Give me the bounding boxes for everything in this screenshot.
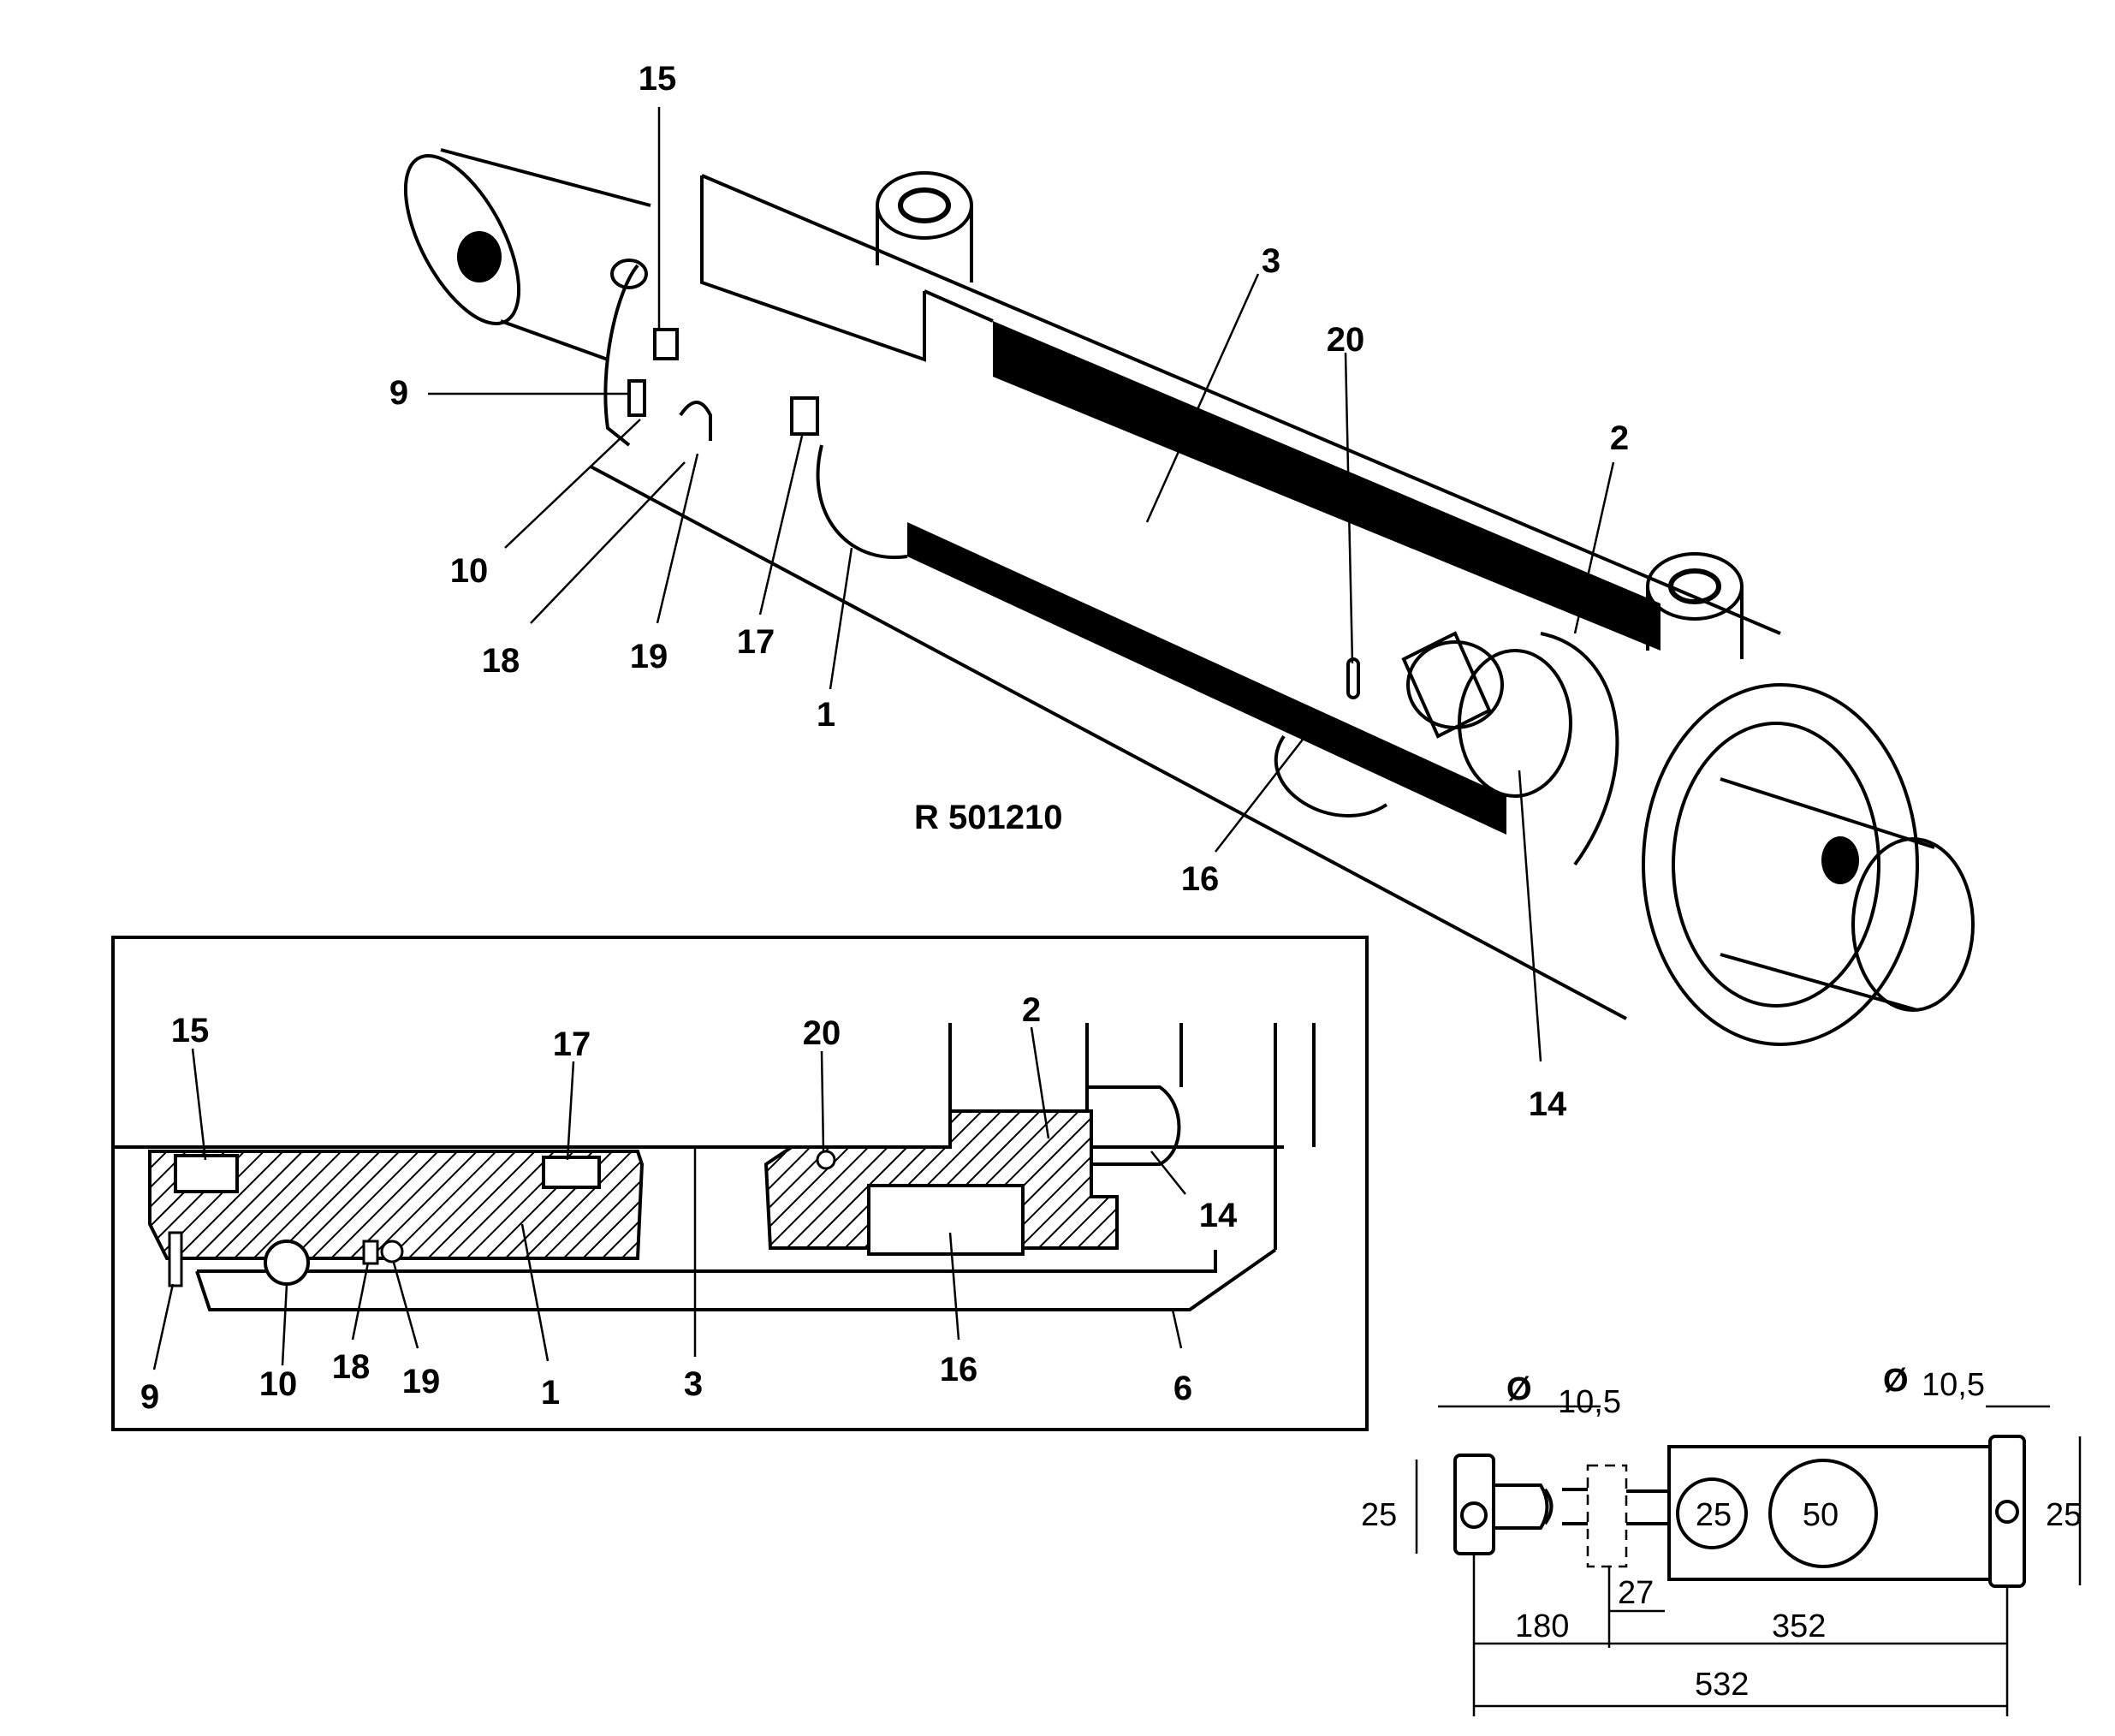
offset-dimension: 27 bbox=[1618, 1575, 1654, 1611]
cylinder-tube bbox=[590, 171, 1975, 1046]
callout-16: 16 bbox=[1181, 860, 1220, 898]
section-view: 15 17 20 2 14 9 10 18 19 1 3 16 6 bbox=[111, 936, 1369, 1431]
left-eye-width: 25 bbox=[1361, 1497, 1397, 1533]
section-callout-18: 18 bbox=[332, 1348, 371, 1386]
right-rod-end bbox=[1720, 777, 1975, 1012]
dimension-drawing: Ø 10,5 Ø 10,5 25 25 25 50 27 180 352 532 bbox=[1361, 1363, 2082, 1716]
bore-diameter: 50 bbox=[1803, 1497, 1839, 1533]
piston-section bbox=[148, 1150, 645, 1260]
callout-19: 19 bbox=[630, 638, 668, 675]
rod-diameter: 25 bbox=[1696, 1497, 1732, 1533]
section-view-frame bbox=[111, 936, 1369, 1431]
left-pin-diameter-value: 10,5 bbox=[1558, 1384, 1621, 1420]
right-eye-width: 25 bbox=[2046, 1497, 2082, 1533]
callout-15: 15 bbox=[639, 60, 677, 98]
section-callout-19: 19 bbox=[402, 1363, 441, 1400]
section-callout-9: 9 bbox=[140, 1378, 159, 1416]
section-callout-3: 3 bbox=[684, 1365, 703, 1403]
perspective-callouts: 15 3 20 2 9 10 18 19 17 1 16 14 R 501210 bbox=[389, 60, 1629, 1123]
section-callout-16: 16 bbox=[940, 1351, 978, 1388]
left-rod-end bbox=[403, 148, 651, 361]
perspective-leader-lines bbox=[428, 107, 1615, 1062]
overall-length-dimension: 532 bbox=[1695, 1667, 1749, 1703]
callout-18: 18 bbox=[482, 642, 520, 680]
section-callout-20: 20 bbox=[803, 1014, 841, 1052]
left-pin-diameter-symbol: Ø bbox=[1506, 1371, 1532, 1407]
perspective-cylinder-view: 15 3 20 2 9 10 18 19 17 1 16 14 R 501210 bbox=[389, 60, 1975, 1123]
callout-10: 10 bbox=[450, 552, 489, 590]
section-callout-14: 14 bbox=[1199, 1197, 1238, 1234]
callout-1: 1 bbox=[817, 696, 835, 734]
section-leader-lines bbox=[152, 1026, 1186, 1370]
section-callout-1: 1 bbox=[541, 1374, 560, 1412]
callout-3: 3 bbox=[1262, 242, 1280, 280]
section-callout-6: 6 bbox=[1173, 1370, 1192, 1407]
right-pin-diameter-symbol: Ø bbox=[1883, 1363, 1909, 1399]
section-callouts: 15 17 20 2 14 9 10 18 19 1 3 16 6 bbox=[140, 991, 1238, 1416]
section-callout-17: 17 bbox=[553, 1026, 591, 1063]
callout-17: 17 bbox=[737, 623, 775, 661]
right-pin-diameter-value: 10,5 bbox=[1922, 1367, 1985, 1403]
callout-14: 14 bbox=[1529, 1085, 1567, 1123]
callout-9: 9 bbox=[389, 374, 408, 412]
section-callout-15: 15 bbox=[171, 1012, 210, 1049]
callout-2: 2 bbox=[1610, 419, 1629, 457]
callout-20: 20 bbox=[1327, 321, 1365, 359]
stroke-segment-dimension: 352 bbox=[1772, 1608, 1826, 1644]
section-callout-10: 10 bbox=[259, 1365, 298, 1403]
retracted-segment-dimension: 180 bbox=[1515, 1608, 1569, 1644]
section-callout-2: 2 bbox=[1022, 991, 1041, 1029]
reference-number: R 501210 bbox=[914, 799, 1062, 836]
